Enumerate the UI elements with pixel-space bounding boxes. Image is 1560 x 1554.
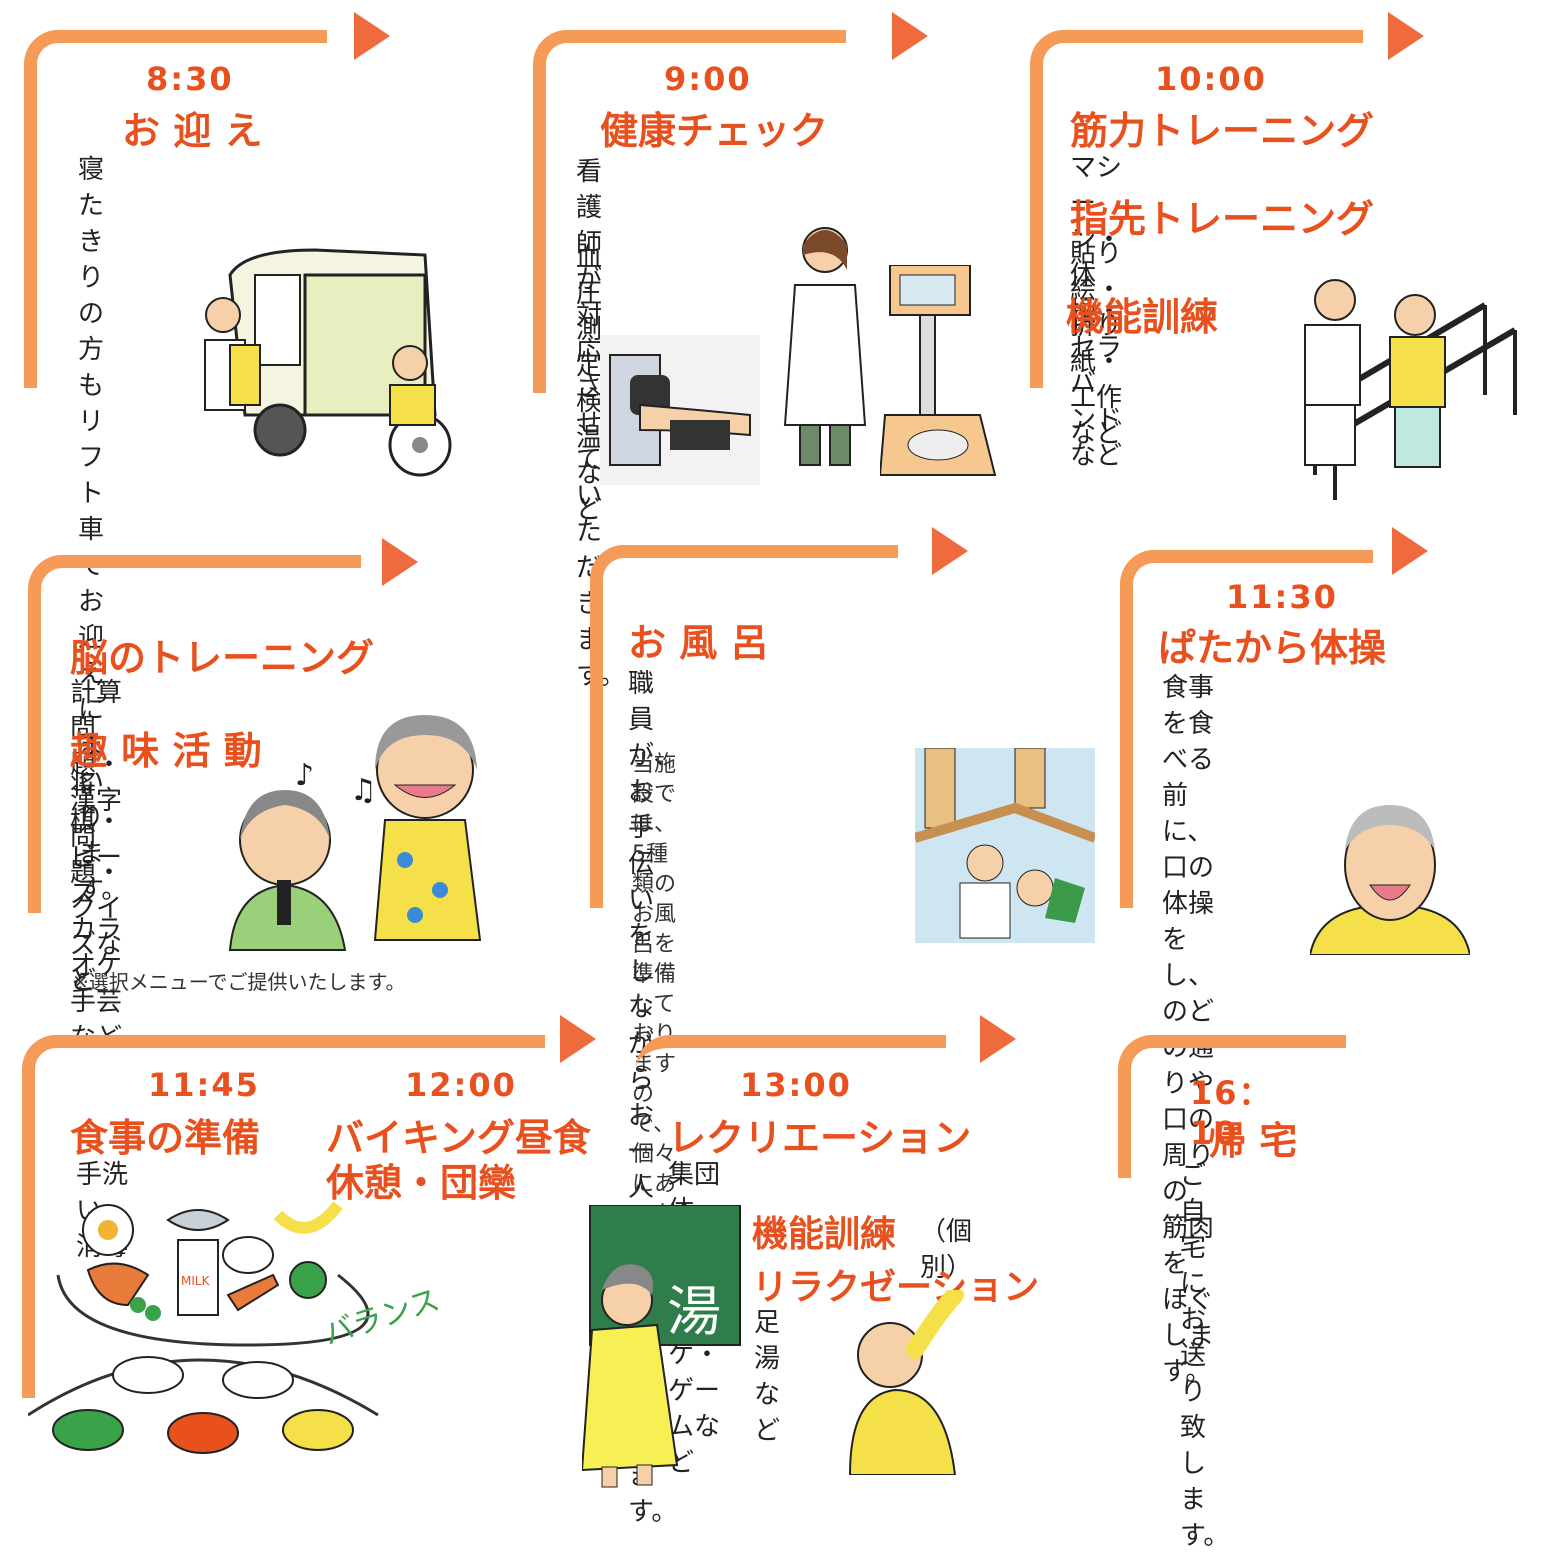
bracket: [24, 30, 327, 388]
arrow-icon: [1388, 12, 1424, 60]
arrow-icon: [932, 527, 968, 575]
step-title-lunch: バイキング昼食: [326, 1116, 591, 1160]
stretching-man-illustration: [848, 1290, 964, 1475]
elderly-man-illustration: [1310, 805, 1470, 955]
step-subtitle-relax: リラクゼーション: [752, 1267, 1040, 1308]
step-title: 脳のトレーニング: [70, 636, 375, 680]
step-subdescription: 貼り絵・折り紙・工作など: [1070, 239, 1123, 449]
step-description: 看護師が対応させて いただきます。: [576, 157, 626, 691]
balance-label: バランス: [320, 1282, 444, 1352]
arrow-icon: [980, 1015, 1016, 1063]
step-time: 8:30: [146, 60, 234, 98]
bracket: [636, 1035, 946, 1218]
step-subtitle: 趣 味 活 動: [70, 729, 262, 773]
bracket: [533, 30, 846, 393]
step-description: マシーン・体操・セラバンドなど: [1070, 153, 1123, 471]
arrow-icon: [560, 1015, 596, 1063]
step-detail: 血圧測定 検温など: [576, 243, 603, 525]
blood-pressure-illustration: [600, 335, 760, 485]
arrow-icon: [382, 538, 418, 586]
step-title: 健康チェック: [600, 109, 829, 153]
step-subtitle-functional: 機能訓練: [1066, 295, 1219, 339]
svg-text:♪: ♪: [295, 758, 314, 793]
nurse-illustration: [783, 227, 867, 466]
arrow-icon: [892, 12, 928, 60]
footnote: ※選択メニューでご提供いたします。: [72, 970, 406, 994]
step-time: 16：10: [1190, 1074, 1273, 1152]
step-time-lunch: 12:00: [405, 1066, 517, 1104]
bracket: [1120, 550, 1373, 908]
step-time: 9:00: [664, 60, 752, 98]
karaoke-illustration: ♪ ♫: [228, 715, 482, 951]
balanced-meal-illustration: MILK バランス: [28, 1201, 444, 1454]
step-time: 11:30: [1226, 578, 1338, 616]
step-title: レクリエーション: [668, 1116, 972, 1160]
lift-van-illustration: [204, 248, 452, 477]
bracket: [28, 555, 361, 913]
yu-sign: 湯: [667, 1280, 721, 1343]
foot-bath-illustration: 湯: [582, 1205, 741, 1488]
step-subtitle: 指先トレーニング: [1070, 197, 1375, 241]
step-time: 10:00: [1155, 60, 1267, 98]
step-title: 筋力トレーニング: [1070, 109, 1375, 153]
bracket: [1030, 30, 1363, 388]
step-description: 食事を食べる前に、 口の体操をし、 のどの通りや 口の周りの 筋肉を ほぐします…: [1162, 673, 1215, 1387]
step-title: 帰 宅: [1208, 1119, 1298, 1163]
arrow-icon: [354, 12, 390, 60]
step-subtitle: 機能訓練: [752, 1214, 897, 1255]
step-subdescription: 将棋・ビーズ カラオケ 手芸など: [70, 771, 123, 1053]
step-time: 13:00: [740, 1066, 852, 1104]
step-description: 計算問題・漢字問題・クイズなど: [70, 678, 123, 996]
bath-illustration: [915, 748, 1095, 943]
step-subdescription: 足湯など: [754, 1308, 781, 1446]
step-title: お 風 呂: [628, 621, 769, 665]
step-title: お 迎 え: [122, 109, 263, 153]
arrow-icon: [1392, 527, 1428, 575]
step-time: 11:45: [148, 1066, 260, 1104]
parallel-bars-illustration: [1304, 279, 1517, 500]
bracket: [590, 545, 898, 908]
step-description: ご自宅にお送り 致します。: [1180, 1161, 1230, 1551]
step-title-rest: 休憩・団欒: [326, 1161, 517, 1205]
scale-illustration: [880, 265, 997, 476]
bracket: [1118, 1035, 1346, 1178]
step-title: 食事の準備: [70, 1116, 261, 1160]
step-title: ぱたから体操: [1158, 626, 1387, 670]
svg-text:♫: ♫: [350, 773, 377, 808]
step-subtitle-suffix: （個別）: [920, 1217, 973, 1283]
milk-label: MILK: [181, 1274, 211, 1288]
bracket: [22, 1035, 545, 1398]
